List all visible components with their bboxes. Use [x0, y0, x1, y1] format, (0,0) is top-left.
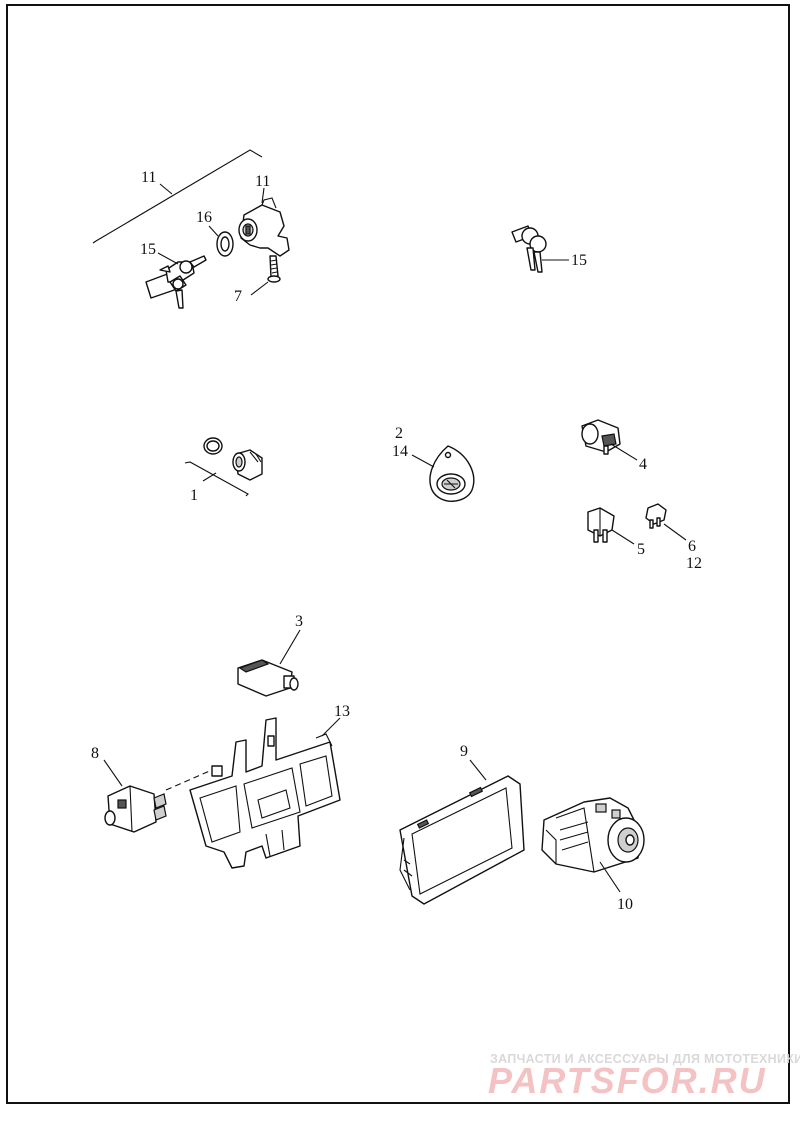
leader-16: [208, 225, 219, 237]
leader-13: [321, 717, 341, 737]
abs-module: [541, 797, 645, 873]
key-fob: [429, 445, 475, 502]
keys-pair: [511, 225, 547, 273]
leader-11a: [159, 183, 173, 195]
connector-module: [237, 659, 299, 697]
callout-7: 7: [234, 288, 242, 305]
keys-with-tag: [145, 255, 207, 309]
leader-3: [279, 629, 301, 665]
leader-9: [469, 759, 487, 781]
mounting-tray: [189, 717, 341, 869]
alignment-line: [165, 769, 213, 791]
ignition-lock-set-group: [92, 149, 290, 309]
leader-2: [411, 454, 435, 468]
screw: [267, 255, 281, 283]
bracket-1: [184, 461, 249, 497]
watermark-logo: PARTSFOR.RU: [488, 1060, 767, 1101]
lock-cylinder: [238, 197, 290, 257]
callout-10: 10: [617, 896, 633, 913]
callout-1: 1: [190, 487, 198, 504]
callout-labels: 11 11 16 15 7 15 2 14 4 1 5 6 12 3 13 8 …: [91, 169, 702, 913]
callout-14: 14: [392, 443, 408, 460]
callout-5: 5: [637, 541, 645, 558]
leader-10: [599, 861, 621, 893]
switch-actuator: [104, 785, 167, 833]
callout-12: 12: [686, 555, 702, 572]
callout-6: 6: [688, 538, 696, 555]
callout-9: 9: [460, 743, 468, 760]
callout-4: 4: [639, 456, 647, 473]
fuse-large: [587, 507, 615, 543]
watermark-tagline: ЗАПЧАСТИ И АКСЕССУАРЫ ДЛЯ МОТОТЕХНИКИ: [490, 1052, 800, 1066]
small-lock-assembly: [203, 437, 263, 481]
leader-8: [103, 759, 123, 787]
callout-15a: 15: [140, 241, 156, 258]
display-screen: [399, 775, 525, 905]
callout-16: 16: [196, 209, 212, 226]
diagram-frame: [6, 4, 790, 1104]
ring-washer: [216, 231, 234, 257]
leader-15a: [157, 252, 179, 265]
leader-4: [610, 443, 638, 461]
callout-11b: 11: [255, 173, 270, 190]
relay-sensor: [581, 419, 621, 455]
leader-6: [663, 523, 687, 541]
callout-11a: 11: [141, 169, 156, 186]
leader-11b: [261, 187, 265, 204]
bracket-11: [92, 149, 263, 244]
callout-8: 8: [91, 745, 99, 762]
callout-13: 13: [334, 703, 350, 720]
leader-7: [250, 281, 269, 296]
leader-1: [202, 472, 217, 482]
leader-5: [611, 529, 635, 545]
fuse-mini: [645, 503, 667, 529]
callout-3: 3: [295, 613, 303, 630]
callout-2: 2: [395, 425, 403, 442]
callout-15b: 15: [571, 252, 587, 269]
